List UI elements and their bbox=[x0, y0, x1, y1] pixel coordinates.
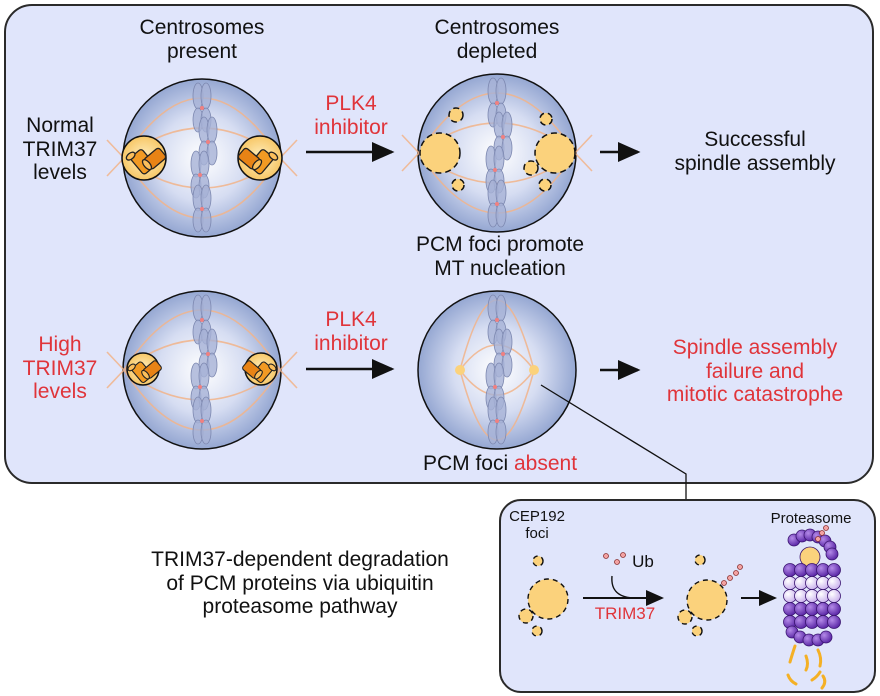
proteasome-ring-subunit bbox=[827, 589, 841, 603]
outcome-failure: Spindle assembly failure and mitotic cat… bbox=[666, 336, 844, 407]
row-label-normal-trim37: Normal TRIM37 levels bbox=[22, 114, 98, 185]
caption-absent: absent bbox=[513, 452, 578, 475]
degraded-peptides bbox=[786, 644, 827, 690]
centrosome-left bbox=[126, 352, 163, 386]
pathway-description: TRIM37-dependent degradation of PCM prot… bbox=[151, 548, 449, 619]
outcome-successful: Successful spindle assembly bbox=[674, 128, 836, 175]
caption-prefix: PCM foci bbox=[422, 452, 509, 475]
callout-line bbox=[540, 384, 687, 499]
ub-transfer-arrow bbox=[611, 575, 637, 599]
proteasome-cap-subunit bbox=[825, 547, 839, 561]
centrosome-left bbox=[121, 135, 168, 181]
ubiquitin-on-proteasome bbox=[823, 525, 829, 531]
pcm-foci-caption-row2: PCM foci absent bbox=[395, 452, 605, 476]
treatment-label-row1: PLK4 inhibitor bbox=[314, 92, 388, 139]
ubiquitin-on-proteasome bbox=[819, 530, 825, 536]
proteasome-ring-subunit bbox=[827, 615, 841, 629]
proteasome-cap-subunit bbox=[819, 630, 833, 644]
cell-high-centrosomes-present bbox=[106, 290, 298, 450]
ubiquitin-molecules bbox=[603, 552, 626, 565]
pcm-foci-caption-row1: PCM foci promote MT nucleation bbox=[415, 233, 585, 280]
treatment-label-row2: PLK4 inhibitor bbox=[314, 308, 388, 355]
ub-label: Ub bbox=[632, 552, 654, 571]
cep192-foci-ubiquitinated bbox=[677, 554, 743, 637]
proteasome-ring-subunit bbox=[827, 576, 841, 590]
centrosome-right bbox=[241, 352, 278, 386]
proteasome-icon bbox=[783, 525, 841, 647]
proteasome-ring-subunit bbox=[827, 563, 841, 577]
cell-normal-centrosomes-depleted bbox=[401, 73, 593, 233]
centrosome-right bbox=[236, 135, 283, 181]
ubiquitin-on-proteasome bbox=[815, 536, 821, 542]
cell-high-centrosomes-depleted bbox=[417, 290, 577, 450]
column-header-centrosomes-depleted: Centrosomes depleted bbox=[434, 16, 560, 63]
cep192-foci-label: CEP192 foci bbox=[509, 508, 565, 542]
cell-normal-centrosomes-present bbox=[106, 78, 298, 238]
trim37-enzyme-label: TRIM37 bbox=[594, 604, 656, 623]
pcm-foci bbox=[419, 107, 576, 192]
row-label-high-trim37: High TRIM37 levels bbox=[22, 333, 98, 404]
column-header-centrosomes-present: Centrosomes present bbox=[139, 16, 265, 63]
proteasome-ring-subunit bbox=[827, 602, 841, 616]
proteasome-label: Proteasome bbox=[770, 510, 852, 527]
cep192-foci-before bbox=[518, 555, 569, 637]
